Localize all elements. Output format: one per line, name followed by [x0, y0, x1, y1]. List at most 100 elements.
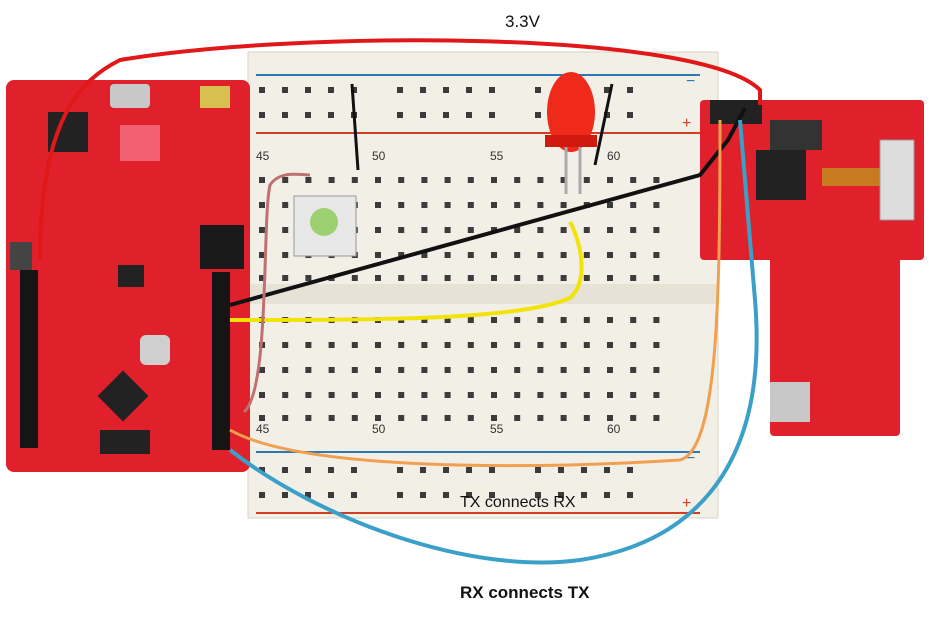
dc-power-jack: [200, 225, 244, 269]
breadboard-hole: [560, 342, 567, 348]
mini-usb-connector: [200, 86, 230, 108]
breadboard-hole: [607, 177, 613, 183]
breadboard-hole: [328, 177, 335, 183]
col-num-top-55: 55: [490, 149, 504, 163]
breadboard-hole: [444, 252, 451, 258]
breadboard-hole: [421, 342, 428, 348]
breadboard-hole: [259, 467, 265, 473]
breadboard-hole: [259, 415, 265, 421]
breadboard-hole: [653, 342, 660, 348]
breadboard-hole: [443, 492, 449, 498]
breadboard-hole: [421, 202, 428, 208]
breadboard-hole: [583, 252, 590, 258]
breadboard-hole: [397, 112, 403, 118]
breadboard-hole: [537, 392, 544, 398]
breadboard-hole: [630, 367, 637, 373]
left-pin-header: [20, 270, 38, 448]
breadboard-hole: [259, 367, 265, 373]
breadboard-hole: [653, 392, 660, 398]
breadboard-hole: [282, 275, 289, 281]
power-label: 3.3V: [505, 12, 540, 31]
breadboard-hole: [489, 467, 495, 473]
breadboard-hole: [328, 87, 334, 93]
breadboard-hole: [583, 177, 590, 183]
breadboard-hole: [443, 87, 449, 93]
button-wire: [242, 172, 311, 414]
breadboard-hole: [604, 87, 610, 93]
breadboard-hole: [607, 342, 613, 348]
breadboard-hole: [630, 275, 637, 281]
breadboard-hole: [535, 112, 541, 118]
rx-wire: [228, 119, 759, 565]
breadboard-hole: [560, 252, 567, 258]
breadboard-hole: [630, 342, 637, 348]
breadboard-hole: [467, 367, 474, 373]
breadboard-hole: [375, 252, 381, 258]
breadboard-hole: [583, 227, 590, 233]
breadboard-hole: [421, 275, 428, 281]
breadboard-hole: [375, 367, 381, 373]
breadboard-hole: [514, 252, 521, 258]
breadboard-hole: [282, 87, 288, 93]
right-pin-header: [212, 272, 230, 450]
breadboard-hole: [535, 467, 541, 473]
breadboard-hole: [627, 492, 633, 498]
red-led: [545, 72, 597, 194]
breadboard-hole: [421, 415, 428, 421]
breadboard-hole: [328, 367, 335, 373]
breadboard-hole: [328, 342, 335, 348]
breadboard-hole: [491, 342, 497, 348]
breadboard-hole: [467, 252, 474, 258]
breadboard-hole: [466, 467, 472, 473]
icsp-header: [100, 430, 150, 454]
breadboard-hole: [560, 392, 567, 398]
breadboard-hole: [421, 392, 428, 398]
breadboard-hole: [305, 87, 311, 93]
breadboard-hole: [282, 177, 289, 183]
breadboard-hole: [398, 342, 405, 348]
col-num-bottom-50: 50: [372, 422, 386, 436]
breadboard-hole: [560, 275, 567, 281]
breadboard-hole: [259, 252, 265, 258]
col-num-top-60: 60: [607, 149, 621, 163]
col-num-top-50: 50: [372, 149, 386, 163]
breadboard-hole: [630, 415, 637, 421]
breadboard-hole: [421, 227, 428, 233]
breadboard-hole: [537, 202, 544, 208]
breadboard-hole: [375, 392, 381, 398]
breadboard-hole: [375, 227, 381, 233]
mcu-crystal: [110, 84, 150, 108]
breadboard-hole: [420, 112, 426, 118]
breadboard-hole: [443, 467, 449, 473]
usb-serial-module: [700, 100, 924, 436]
breadboard-hole: [491, 252, 497, 258]
breadboard-hole: [259, 227, 265, 233]
breadboard-hole: [467, 202, 474, 208]
breadboard-hole: [305, 392, 312, 398]
breadboard-hole: [282, 492, 288, 498]
breadboard-hole: [305, 415, 312, 421]
led-dome: [547, 72, 595, 152]
breadboard-hole: [514, 367, 521, 373]
mcu-label-area: [120, 125, 160, 161]
breadboard-hole: [607, 275, 613, 281]
breadboard-hole: [444, 415, 451, 421]
breadboard-hole: [305, 467, 311, 473]
breadboard-hole: [282, 252, 289, 258]
breadboard-hole: [398, 367, 405, 373]
breadboard-hole: [489, 112, 495, 118]
breadboard-hole: [560, 227, 567, 233]
breadboard-hole: [282, 367, 289, 373]
voltage-regulator: [118, 265, 144, 287]
breadboard-hole: [627, 87, 633, 93]
breadboard-hole: [444, 392, 451, 398]
breadboard-hole: [653, 317, 660, 323]
breadboard-hole: [491, 415, 497, 421]
breadboard-hole: [583, 392, 590, 398]
breadboard-hole: [420, 467, 426, 473]
breadboard-hole: [627, 112, 633, 118]
breadboard-hole: [630, 227, 637, 233]
rx-label: RX connects TX: [460, 583, 590, 602]
col-num-bottom-45: 45: [256, 422, 270, 436]
breadboard-hole: [558, 492, 564, 498]
